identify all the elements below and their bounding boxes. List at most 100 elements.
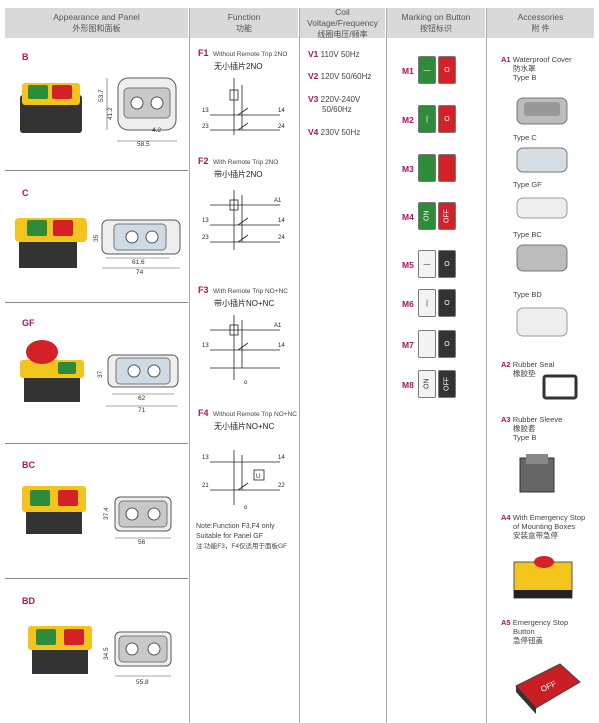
- type-bc-label: Type BC: [513, 230, 542, 239]
- term-13: 13: [202, 218, 209, 224]
- rubber-sleeve: [519, 454, 555, 493]
- type-bd-label: Type BD: [513, 290, 542, 299]
- voltage-value: 230V 50Hz: [320, 128, 361, 137]
- term-a1: A1: [274, 323, 282, 329]
- marking-right: O: [438, 56, 456, 84]
- voltage-v3: V3 220V-240V 50/60Hz: [308, 94, 360, 115]
- accessory-a1: A1 Waterproof Cover 防水罩 Type B: [501, 55, 572, 82]
- marking-left: ON: [418, 370, 436, 398]
- type-b-label: Type B: [513, 73, 537, 82]
- emergency-cover: OFF: [515, 663, 581, 714]
- marking-m8: ON OFF: [418, 370, 456, 398]
- accessory-en-2: of Mounting Boxes: [513, 522, 576, 531]
- accessory-cn: 防水罩: [513, 64, 536, 73]
- dim-gf-3: 71: [138, 407, 146, 414]
- marking-right: [438, 154, 456, 182]
- marking-m7: O: [418, 330, 456, 358]
- marking-right: O: [438, 105, 456, 133]
- function-cn: 带小插片2NO: [214, 170, 263, 179]
- cover-type-bc: [516, 244, 568, 272]
- marking-code-m1: M1: [402, 66, 414, 76]
- panel-b: [117, 77, 177, 131]
- header-function-cn: 功能: [236, 24, 252, 33]
- header-accessories: Accessories 附 件: [487, 8, 594, 38]
- marking-right: O: [438, 289, 456, 317]
- dim-b-3: 58.5: [137, 141, 150, 148]
- function-code: F2: [198, 156, 209, 166]
- col-divider: [299, 8, 300, 723]
- term-23: 23: [202, 124, 209, 130]
- dim-c-2: 61.6: [132, 259, 145, 266]
- marking-right: O: [438, 330, 456, 358]
- switch-illustrations: 53.7 41.2 58.5 4.2 35 61.6 74 37 62 71: [15, 77, 181, 686]
- function-code: F3: [198, 285, 209, 295]
- switch-photo-bc: [22, 486, 86, 534]
- term-o: o: [244, 380, 248, 386]
- term-14: 14: [278, 108, 285, 114]
- note-line-1: Note:Function F3,F4 only: [196, 523, 275, 530]
- col-divider: [386, 8, 387, 723]
- term-a1: A1: [274, 198, 282, 204]
- term-13: 13: [202, 108, 209, 114]
- accessory-cn: 橡胶垫: [513, 369, 536, 378]
- marking-left: —: [418, 56, 436, 84]
- dim-b-2: 41.2: [107, 107, 114, 120]
- accessory-en: Rubber Sleeve: [512, 415, 563, 424]
- function-en: Without Remote Trip 2NO: [212, 51, 288, 58]
- accessory-code: A4: [501, 513, 511, 522]
- header-marking-cn: 按钮标识: [420, 24, 452, 33]
- accessory-code: A2: [501, 360, 511, 369]
- rubber-seal: [542, 374, 578, 400]
- accessory-code: A1: [501, 55, 511, 64]
- function-f4: F4 Without Remote Trip NO+NC 无小插片NO+NC: [198, 407, 298, 432]
- note-line-3: 注:功能F3，F4仅适用于面板GF: [196, 543, 288, 550]
- term-21: 21: [202, 483, 209, 489]
- accessory-en: With Emergency Stop: [512, 513, 586, 522]
- header-appearance: Appearance and Panel 外形图和面板: [5, 8, 188, 38]
- marking-code-m8: M8: [402, 380, 414, 390]
- switch-photo-gf: [20, 340, 84, 402]
- dim-bd-1: 34.5: [103, 647, 110, 660]
- header-voltage-cn: 线圈电压/频率: [317, 29, 368, 39]
- switch-photo-b: [20, 83, 82, 133]
- voltage-v1: V1 110V 50Hz: [308, 49, 360, 59]
- panel-gf: [107, 354, 179, 388]
- function-en: With Remote Trip NO+NC: [212, 288, 288, 295]
- marking-code-m6: M6: [402, 299, 414, 309]
- header-voltage: Coil Voltage/Frequency 线圈电压/频率: [300, 6, 385, 39]
- accessory-cn: 安装盒带急停: [513, 531, 558, 540]
- header-accessories-en: Accessories: [517, 12, 564, 22]
- marking-left: [418, 154, 436, 182]
- header-appearance-en: Appearance and Panel: [53, 12, 140, 22]
- dim-bc-2: 56: [138, 539, 146, 546]
- cover-type-bd: [516, 307, 568, 337]
- marking-code-m5: M5: [402, 260, 414, 270]
- type-label-gf: GF: [22, 318, 35, 328]
- note-line-2: Suitable for Panel GF: [196, 533, 263, 540]
- circuit-diagrams: 13 14 23 24 A1 13 14 23 24 A1 13 14 o 1: [202, 78, 285, 511]
- accessory-en-2: Button: [513, 627, 535, 636]
- marking-left: |: [418, 289, 436, 317]
- marking-right: OFF: [438, 202, 456, 230]
- term-o: o: [244, 505, 248, 511]
- dim-b-1: 53.7: [98, 89, 105, 102]
- type-label-bd: BD: [22, 596, 35, 606]
- panel-bc: [114, 496, 172, 532]
- cover-type-b: [516, 97, 568, 125]
- type-c-label: Type C: [513, 133, 537, 142]
- header-function: Function 功能: [190, 8, 298, 38]
- col-divider: [189, 8, 190, 723]
- type-label-c: C: [22, 188, 29, 198]
- header-voltage-en: Coil Voltage/Frequency: [307, 6, 378, 28]
- header-accessories-cn: 附 件: [531, 24, 550, 33]
- circuit-f4: [210, 450, 280, 505]
- accessory-cn: 急停钮盖: [513, 636, 543, 645]
- marking-m1: — O: [418, 56, 456, 84]
- function-en: With Remote Trip 2NO: [212, 159, 279, 166]
- accessory-type: Type B: [513, 433, 537, 442]
- function-f2: F2 With Remote Trip 2NO 带小插片2NO: [198, 155, 298, 180]
- switch-photo-bd: [28, 626, 92, 674]
- marking-m3: [418, 154, 456, 182]
- marking-right: OFF: [438, 370, 456, 398]
- marking-left: [418, 330, 436, 358]
